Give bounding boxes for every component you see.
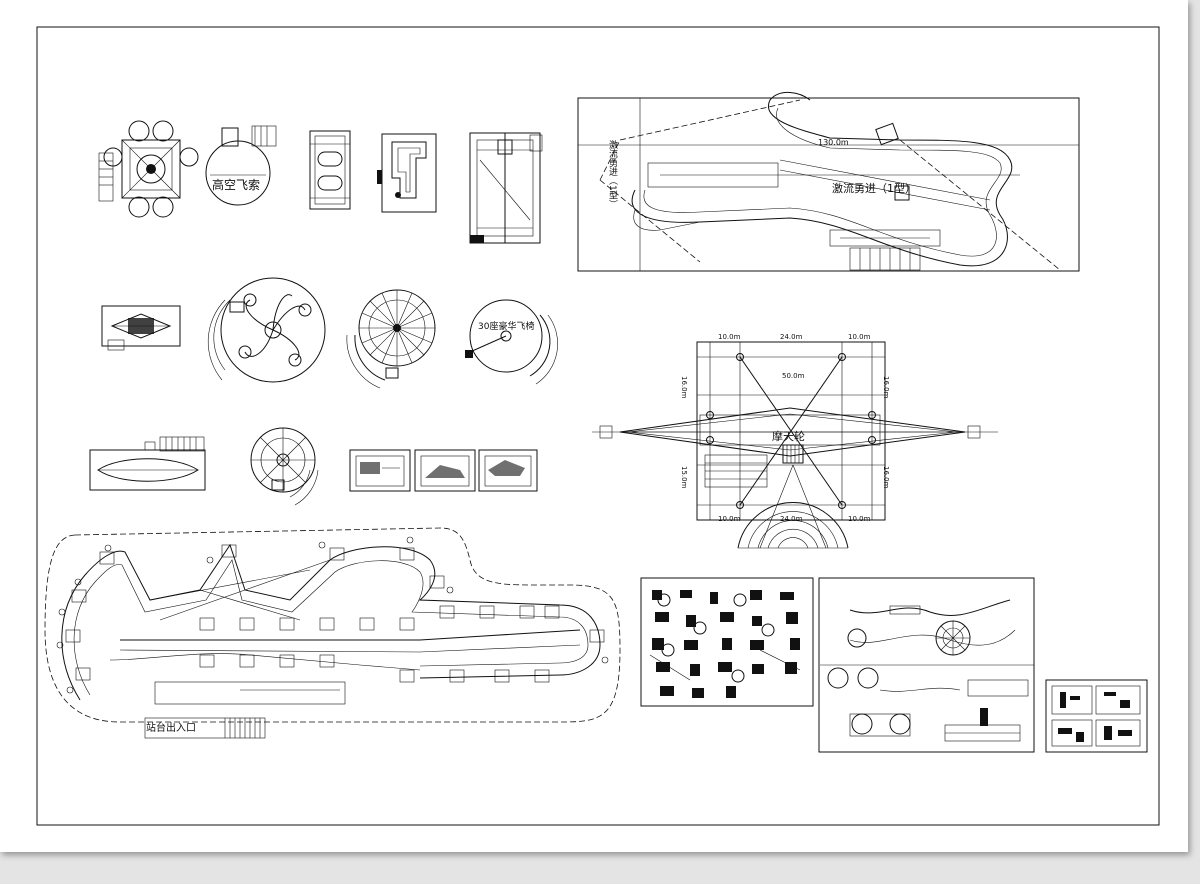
dim-ferris-span: 50.0m [782, 372, 805, 380]
label-coaster-entrance: 站台出入口 [146, 721, 196, 734]
plan-ferris-wheel: 10.0m 24.0m 10.0m 50.0m 10.0m 24.0m 10.0… [592, 333, 998, 549]
plan-flying-chair: 30座豪华飞椅 [465, 299, 558, 385]
plan-spinning-tower [469, 132, 543, 244]
plan-track-rect [309, 130, 351, 210]
label-rapids: 激流勇进（1型） [832, 181, 916, 195]
sheet-border [36, 26, 1160, 826]
label-rapids-length: 130.0m [818, 138, 849, 147]
dim-ferris-top-mid: 24.0m [780, 333, 803, 341]
plan-rotating-swing [207, 277, 326, 383]
label-drop-tower: 高空飞索 [212, 177, 260, 192]
dim-ferris-top-right: 10.0m [848, 333, 871, 341]
thumbnail-drawings [349, 449, 538, 492]
plan-drop-tower: 高空飞索 [205, 125, 277, 206]
plan-mine-train [377, 133, 437, 213]
plan-carousel-round [250, 427, 319, 506]
sheet-water-wheel-details [818, 577, 1035, 753]
sheet-structure-details [1045, 679, 1148, 753]
label-flying-chair: 30座豪华飞椅 [478, 320, 534, 332]
dim-ferris-bottom-right: 10.0m [848, 515, 871, 523]
plan-roller-coaster: 站台出入口 [44, 527, 621, 739]
dim-ferris-right-upper: 16.0m [882, 376, 890, 399]
dim-ferris-right-lower: 16.0m [882, 466, 890, 489]
dim-ferris-top-left: 10.0m [718, 333, 741, 341]
sheet-component-details [640, 577, 814, 707]
plan-chair-o-plane [346, 289, 436, 389]
drawing-sheet [0, 0, 1188, 852]
dim-ferris-left-lower: 15.0m [680, 466, 688, 489]
dim-ferris-bottom-left: 10.0m [718, 515, 741, 523]
label-ferris-wheel: 摩天轮 [772, 429, 805, 443]
plan-pirate-ship [101, 305, 181, 351]
plan-boat-ride [89, 436, 206, 491]
dim-ferris-left-upper: 16.0m [680, 376, 688, 399]
label-rapids-vertical: 激流勇进（1型） [607, 139, 618, 209]
plan-rapids: 130.0m 激流勇进（1型） 激流勇进（1型） [577, 92, 1080, 272]
plan-carousel-square [98, 120, 199, 218]
dim-ferris-bottom-mid: 24.0m [780, 515, 803, 523]
